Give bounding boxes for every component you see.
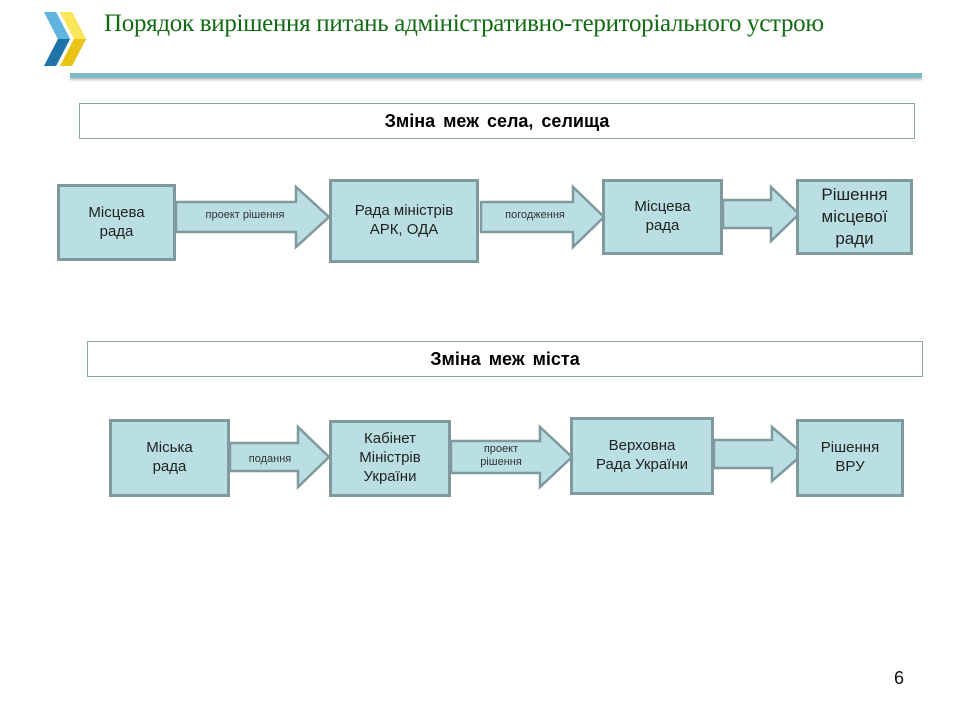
node-local-council: Місцева рада (57, 184, 176, 261)
arrow-label: погодження (505, 209, 565, 221)
title-underline-divider (70, 73, 922, 78)
arrow-approval (479, 184, 606, 250)
arrow-submission (228, 424, 331, 490)
node-council-of-ministers-ark-oda: Рада міністрів АРК, ОДА (329, 179, 479, 263)
arrow-right (712, 424, 805, 484)
node-local-council: Місцева рада (602, 179, 723, 255)
node-local-council-decision: Рішення місцевої ради (796, 179, 913, 255)
section-title-city: Зміна меж міста (87, 341, 923, 377)
arrow-right (721, 184, 801, 244)
section-title-village: Зміна меж села, селища (79, 103, 915, 139)
arrow-draft-decision (174, 184, 331, 250)
page-title: Порядок вирішення питань адміністративно… (104, 10, 824, 37)
node-vru-decision: Рішення ВРУ (796, 419, 904, 497)
arrow-label: проект рішення (205, 209, 285, 221)
page-number: 6 (893, 668, 904, 688)
node-city-council: Міська рада (109, 419, 230, 497)
arrow-label: проект рішення (480, 443, 522, 469)
node-verkhovna-rada: Верховна Рада України (570, 417, 714, 495)
arrow-label: подання (248, 453, 292, 465)
node-cabinet-of-ministers: Кабінет Міністрів України (329, 420, 451, 497)
double-chevron-logo-icon (44, 12, 86, 66)
arrow-draft-decision (449, 424, 574, 490)
